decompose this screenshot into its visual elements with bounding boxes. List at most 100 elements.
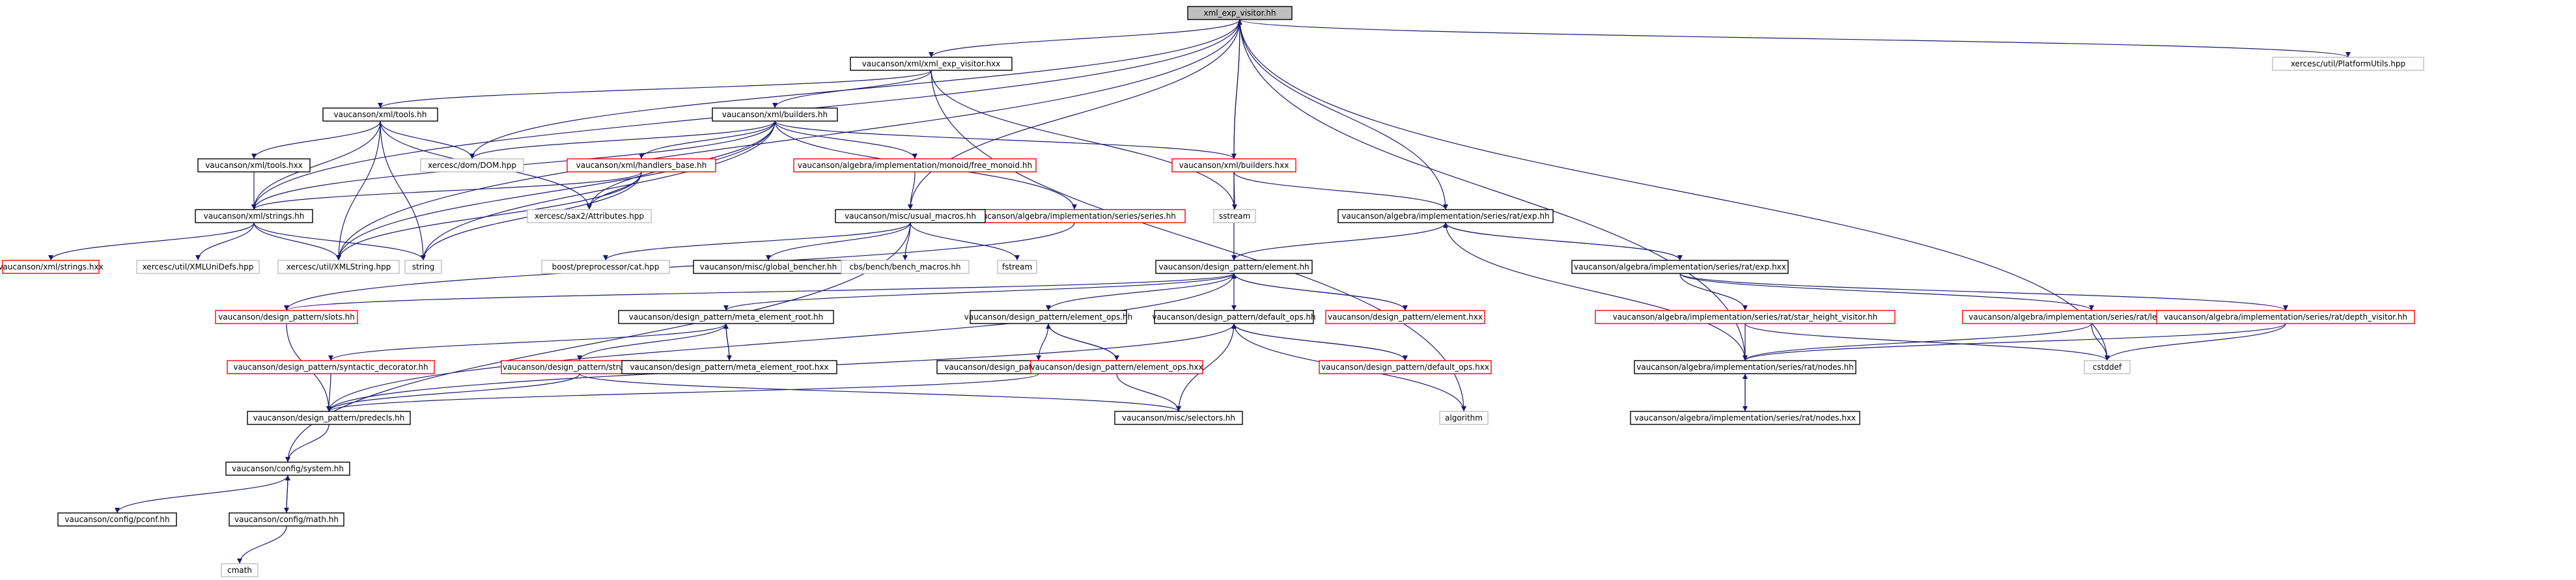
node-box bbox=[2, 260, 100, 274]
node-vaucanson-design-pattern-element-hxx[interactable]: vaucanson/design_pattern/element.hxx bbox=[1325, 310, 1485, 324]
edge-vaucanson-design-pattern-element-hh-to-vaucanson-design-pattern-meta-element-root-hh bbox=[723, 273, 1235, 311]
node-vaucanson-algebra-implementation-series-rat-star-height-visitor-hh[interactable]: vaucanson/algebra/implementation/series/… bbox=[1595, 310, 1896, 324]
node-label: xercesc/util/XMLString.hpp bbox=[287, 262, 391, 271]
node-vaucanson-design-pattern-structure-hh[interactable]: vaucanson/design_pattern/structure.hh bbox=[501, 360, 658, 374]
node-cstddef[interactable]: cstddef bbox=[2084, 360, 2131, 374]
edge-vaucanson-design-pattern-element-ops-hxx-to-vaucanson-design-pattern-element-ops-hh bbox=[1046, 323, 1117, 361]
node-box bbox=[1325, 310, 1485, 324]
node-vaucanson-xml-builders-hh[interactable]: vaucanson/xml/builders.hh bbox=[712, 107, 838, 122]
node-vaucanson-xml-strings-hxx[interactable]: vaucanson/xml/strings.hxx bbox=[0, 260, 104, 274]
edge-vaucanson-xml-builders-hh-to-vaucanson-xml-builders-hxx bbox=[774, 120, 1237, 159]
edge-vaucanson-design-pattern-meta-element-root-hxx-to-vaucanson-design-pattern-meta-element-root-hh bbox=[723, 323, 730, 361]
node-vaucanson-xml-strings-hh[interactable]: vaucanson/xml/strings.hh bbox=[195, 209, 313, 223]
node-vaucanson-misc-global-bencher-hh[interactable]: vaucanson/misc/global_bencher.hh bbox=[693, 260, 844, 274]
node-vaucanson-design-pattern-element-ops-hxx[interactable]: vaucanson/design_pattern/element_ops.hxx bbox=[1030, 360, 1203, 374]
node-box bbox=[618, 310, 834, 324]
node-box bbox=[57, 512, 177, 527]
node-vaucanson-design-pattern-element-ops-hh[interactable]: vaucanson/design_pattern/element_ops.hh bbox=[964, 310, 1133, 324]
node-vaucanson-algebra-implementation-series-rat-length-visitor-hh[interactable]: vaucanson/algebra/implementation/series/… bbox=[1962, 310, 2221, 324]
node-xercesc-util-xmlstring-hpp[interactable]: xercesc/util/XMLString.hpp bbox=[277, 260, 400, 274]
node-label: vaucanson/design_pattern/slots.hh bbox=[218, 312, 355, 322]
node-vaucanson-design-pattern-meta-element-root-hxx[interactable]: vaucanson/design_pattern/meta_element_ro… bbox=[621, 360, 837, 374]
node-box bbox=[997, 260, 1037, 274]
node-algorithm[interactable]: algorithm bbox=[1439, 411, 1489, 425]
node-label: vaucanson/algebra/implementation/series/… bbox=[2164, 312, 2407, 322]
node-xercesc-util-xmlunidefs-hpp[interactable]: xercesc/util/XMLUniDefs.hpp bbox=[136, 260, 260, 274]
node-label: cmath bbox=[227, 566, 252, 575]
node-vaucanson-xml-handlers-base-hh[interactable]: vaucanson/xml/handlers_base.hh bbox=[567, 158, 716, 173]
node-vaucanson-config-pconf-hh[interactable]: vaucanson/config/pconf.hh bbox=[57, 512, 177, 527]
node-fstream[interactable]: fstream bbox=[997, 260, 1037, 274]
node-vaucanson-config-math-hh[interactable]: vaucanson/config/math.hh bbox=[229, 512, 344, 527]
node-label: boost/preprocessor/cat.hpp bbox=[552, 262, 660, 271]
node-vaucanson-algebra-implementation-series-rat-nodes-hh[interactable]: vaucanson/algebra/implementation/series/… bbox=[1634, 360, 1856, 374]
node-label: vaucanson/design_pattern/default_ops.hh bbox=[1152, 312, 1315, 322]
node-xercesc-dom-dom-hpp[interactable]: xercesc/dom/DOM.hpp bbox=[420, 158, 524, 173]
node-box bbox=[225, 462, 350, 476]
edge-vaucanson-design-pattern-element-hxx-to-vaucanson-design-pattern-element-hh bbox=[1231, 273, 1406, 311]
node-vaucanson-design-pattern-slots-hh[interactable]: vaucanson/design_pattern/slots.hh bbox=[215, 310, 358, 324]
node-label: vaucanson/config/pconf.hh bbox=[64, 515, 169, 524]
node-vaucanson-xml-tools-hxx[interactable]: vaucanson/xml/tools.hxx bbox=[197, 158, 311, 173]
node-box bbox=[1213, 209, 1256, 223]
node-box bbox=[1154, 310, 1314, 324]
node-box bbox=[277, 260, 400, 274]
node-box bbox=[527, 209, 652, 223]
node-vaucanson-xml-xml-exp-visitor-hxx[interactable]: vaucanson/xml/xml_exp_visitor.hxx bbox=[850, 57, 1013, 71]
edge-vaucanson-xml-tools-hh-to-vaucanson-xml-tools-hxx bbox=[251, 120, 381, 159]
dependency-edges bbox=[48, 19, 2351, 564]
edge-vaucanson-config-system-hh-to-vaucanson-config-pconf-hh bbox=[115, 475, 288, 514]
node-xercesc-util-platformutils-hpp[interactable]: xercesc/util/PlatformUtils.hpp bbox=[2272, 57, 2424, 71]
node-vaucanson-xml-builders-hxx[interactable]: vaucanson/xml/builders.hxx bbox=[1171, 158, 1296, 173]
node-vaucanson-design-pattern-predecls-hh[interactable]: vaucanson/design_pattern/predecls.hh bbox=[247, 411, 411, 425]
node-vaucanson-design-pattern-default-ops-hh[interactable]: vaucanson/design_pattern/default_ops.hh bbox=[1152, 310, 1316, 324]
node-box bbox=[215, 310, 358, 324]
node-box bbox=[1634, 360, 1856, 374]
node-label: xercesc/util/XMLUniDefs.hpp bbox=[143, 262, 254, 271]
node-vaucanson-algebra-implementation-series-rat-exp-hxx[interactable]: vaucanson/algebra/implementation/series/… bbox=[1571, 260, 1789, 274]
node-vaucanson-algebra-implementation-series-series-hh[interactable]: vaucanson/algebra/implementation/series/… bbox=[963, 209, 1186, 223]
edge-vaucanson-algebra-implementation-series-rat-exp-hxx-to-vaucanson-algebra-implementation-series-rat-star-height-visitor-hh bbox=[1679, 273, 1748, 311]
node-box bbox=[1171, 158, 1296, 173]
edge-xml-exp-visitor-hh-to-vaucanson-xml-xml-exp-visitor-hxx bbox=[929, 19, 1240, 58]
node-vaucanson-design-pattern-element-hh[interactable]: vaucanson/design_pattern/element.hh bbox=[1155, 260, 1313, 274]
node-vaucanson-xml-tools-hh[interactable]: vaucanson/xml/tools.hh bbox=[322, 107, 438, 122]
node-label: vaucanson/misc/global_bencher.hh bbox=[700, 262, 837, 271]
node-label: vaucanson/xml/handlers_base.hh bbox=[576, 161, 707, 170]
edge-vaucanson-design-pattern-element-hh-to-vaucanson-design-pattern-element-ops-hh bbox=[1046, 273, 1235, 311]
node-sstream[interactable]: sstream bbox=[1213, 209, 1256, 223]
node-box bbox=[2156, 310, 2415, 324]
edge-vaucanson-design-pattern-meta-element-root-hh-to-vaucanson-design-pattern-syntactic-decorator-hh bbox=[328, 323, 727, 361]
node-vaucanson-algebra-implementation-series-rat-nodes-hxx[interactable]: vaucanson/algebra/implementation/series/… bbox=[1630, 411, 1860, 425]
node-xercesc-sax2-attributes-hpp[interactable]: xercesc/sax2/Attributes.hpp bbox=[527, 209, 652, 223]
node-box bbox=[404, 260, 442, 274]
node-vaucanson-algebra-implementation-series-rat-depth-visitor-hh[interactable]: vaucanson/algebra/implementation/series/… bbox=[2156, 310, 2415, 324]
edge-vaucanson-xml-tools-hh-to-xercesc-dom-dom-hpp bbox=[380, 120, 475, 159]
node-vaucanson-design-pattern-syntactic-decorator-hh[interactable]: vaucanson/design_pattern/syntactic_decor… bbox=[227, 360, 435, 374]
node-cbs-bench-bench-macros-hh[interactable]: cbs/bench/bench_macros.hh bbox=[841, 260, 970, 274]
edge-vaucanson-xml-strings-hh-to-xercesc-util-xmlstring-hpp bbox=[253, 222, 341, 261]
node-vaucanson-config-system-hh[interactable]: vaucanson/config/system.hh bbox=[225, 462, 350, 476]
node-label: vaucanson/xml/strings.hxx bbox=[0, 262, 104, 271]
node-label: vaucanson/algebra/implementation/series/… bbox=[1574, 262, 1786, 271]
edge-vaucanson-design-pattern-default-ops-hxx-to-vaucanson-design-pattern-default-ops-hh bbox=[1231, 323, 1406, 361]
node-boost-preprocessor-cat-hpp[interactable]: boost/preprocessor/cat.hpp bbox=[541, 260, 670, 274]
edge-vaucanson-algebra-implementation-series-rat-length-visitor-hh-to-vaucanson-algebra-implementation-series-rat-nodes-hh bbox=[1743, 323, 2092, 361]
node-vaucanson-algebra-implementation-monoid-free-monoid-hh[interactable]: vaucanson/algebra/implementation/monoid/… bbox=[793, 158, 1037, 173]
node-vaucanson-misc-usual-macros-hh[interactable]: vaucanson/misc/usual_macros.hh bbox=[835, 209, 986, 223]
node-label: vaucanson/design_pattern/element_ops.hxx bbox=[1030, 363, 1203, 372]
node-box bbox=[136, 260, 260, 274]
node-vaucanson-design-pattern-default-ops-hxx[interactable]: vaucanson/design_pattern/default_ops.hxx bbox=[1319, 360, 1492, 374]
node-label: vaucanson/xml/strings.hh bbox=[204, 212, 305, 221]
node-string[interactable]: string bbox=[404, 260, 442, 274]
node-vaucanson-design-pattern-meta-element-root-hh[interactable]: vaucanson/design_pattern/meta_element_ro… bbox=[618, 310, 834, 324]
node-cmath[interactable]: cmath bbox=[221, 563, 259, 577]
node-label: vaucanson/algebra/implementation/monoid/… bbox=[798, 161, 1032, 170]
node-vaucanson-misc-selectors-hh[interactable]: vaucanson/misc/selectors.hh bbox=[1114, 411, 1243, 425]
edge-vaucanson-algebra-implementation-monoid-free-monoid-hh-to-vaucanson-misc-usual-macros-hh bbox=[908, 171, 916, 210]
node-label: vaucanson/xml/builders.hxx bbox=[1179, 161, 1289, 170]
node-box bbox=[322, 107, 438, 122]
node-box bbox=[221, 563, 259, 577]
node-vaucanson-algebra-implementation-series-rat-exp-hh[interactable]: vaucanson/algebra/implementation/series/… bbox=[1337, 209, 1554, 223]
